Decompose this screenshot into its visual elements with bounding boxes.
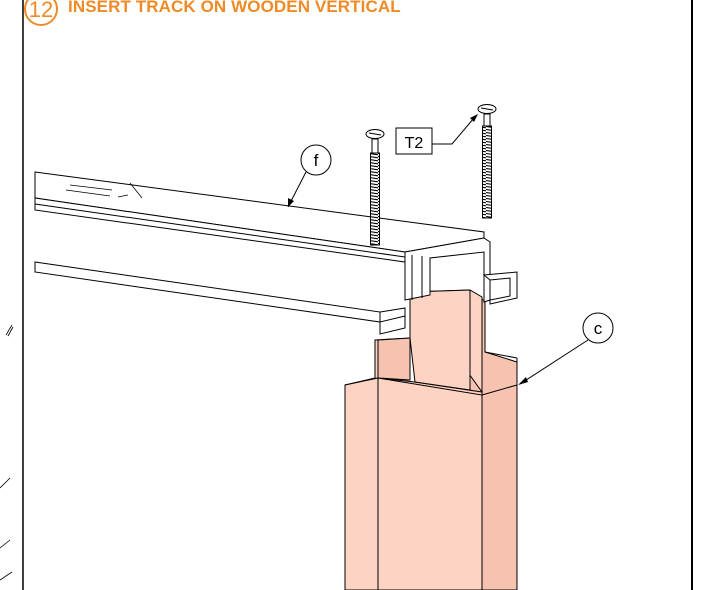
wooden-vertical	[344, 289, 518, 590]
callout-f-label: f	[314, 151, 319, 170]
screw-left	[365, 129, 385, 246]
callout-c: c	[518, 312, 614, 385]
callout-t2-label: T2	[405, 135, 424, 152]
screw-right	[477, 104, 497, 219]
margin-mark	[5, 324, 14, 337]
margin-mark	[0, 477, 13, 581]
step-title: INSERT TRACK ON WOODEN VERTICAL	[68, 0, 401, 16]
callout-t2: T2	[395, 114, 478, 155]
callout-c-label: c	[594, 319, 603, 338]
callout-f: f	[287, 144, 332, 208]
step-number-badge: 12	[24, 0, 58, 26]
